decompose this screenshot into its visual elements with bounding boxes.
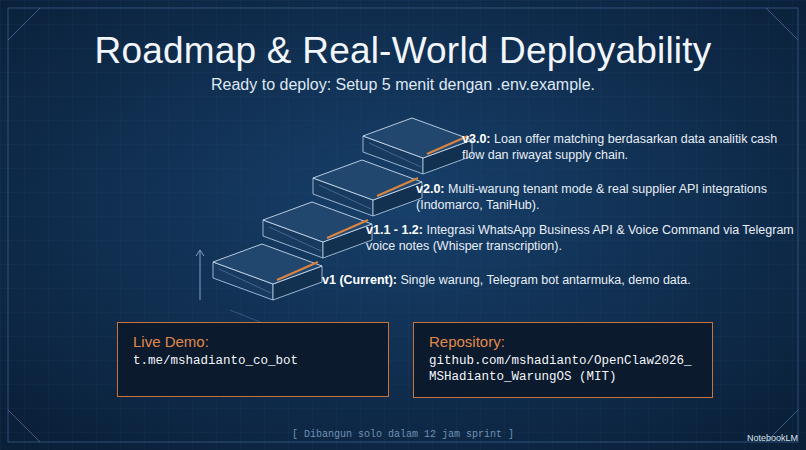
slide-title: Roadmap & Real-World Deployability	[0, 30, 806, 72]
stair-edge	[319, 185, 371, 209]
roadmap-step-label: v1 (Current): Single warung, Telegram bo…	[322, 272, 742, 288]
stair-edge	[277, 262, 318, 280]
version-tag: v1.1 - 1.2:	[366, 223, 423, 237]
link-panel: Live Demo: t.me/mshadianto_co_bot	[117, 322, 389, 397]
panel-value: github.com/mshadianto/OpenClaw2026_ MSHa…	[429, 353, 697, 385]
version-description: Multi-warung tenant mode & real supplier…	[416, 182, 767, 212]
stair-edge	[369, 143, 421, 167]
version-tag: v3.0:	[462, 132, 491, 146]
stair-edge	[219, 269, 271, 293]
stair-edge	[427, 136, 468, 154]
panel-value: t.me/mshadianto_co_bot	[133, 353, 373, 369]
stair-face	[263, 202, 372, 242]
version-tag: v1 (Current):	[322, 273, 397, 287]
link-panel: Repository: github.com/mshadianto/OpenCla…	[413, 322, 713, 398]
subtitle: Ready to deploy: Setup 5 menit dengan .e…	[0, 76, 806, 94]
version-description: Integrasi WhatsApp Business API & Voice …	[366, 223, 794, 253]
roadmap-step-label: v1.1 - 1.2: Integrasi WhatsApp Business …	[366, 222, 796, 254]
panel-heading: Live Demo:	[133, 333, 373, 350]
version-description: Loan offer matching berdasarkan data ana…	[462, 132, 777, 162]
version-tag: v2.0:	[416, 182, 445, 196]
stair-edge	[377, 178, 418, 196]
panel-heading: Repository:	[429, 333, 697, 350]
footer-note: [ Dibangun solo dalam 12 jam sprint ]	[0, 429, 806, 440]
stair-face	[363, 118, 472, 158]
stair-face	[213, 244, 322, 284]
roadmap-step-label: v2.0: Multi-warung tenant mode & real su…	[416, 181, 796, 213]
watermark: NotebookLM	[747, 433, 798, 443]
version-description: Single warung, Telegram bot antarmuka, d…	[401, 273, 691, 287]
stair-face	[313, 160, 422, 200]
stair-edge	[269, 227, 321, 251]
stair-edge	[327, 220, 368, 238]
roadmap-step-label: v3.0: Loan offer matching berdasarkan da…	[462, 131, 792, 163]
